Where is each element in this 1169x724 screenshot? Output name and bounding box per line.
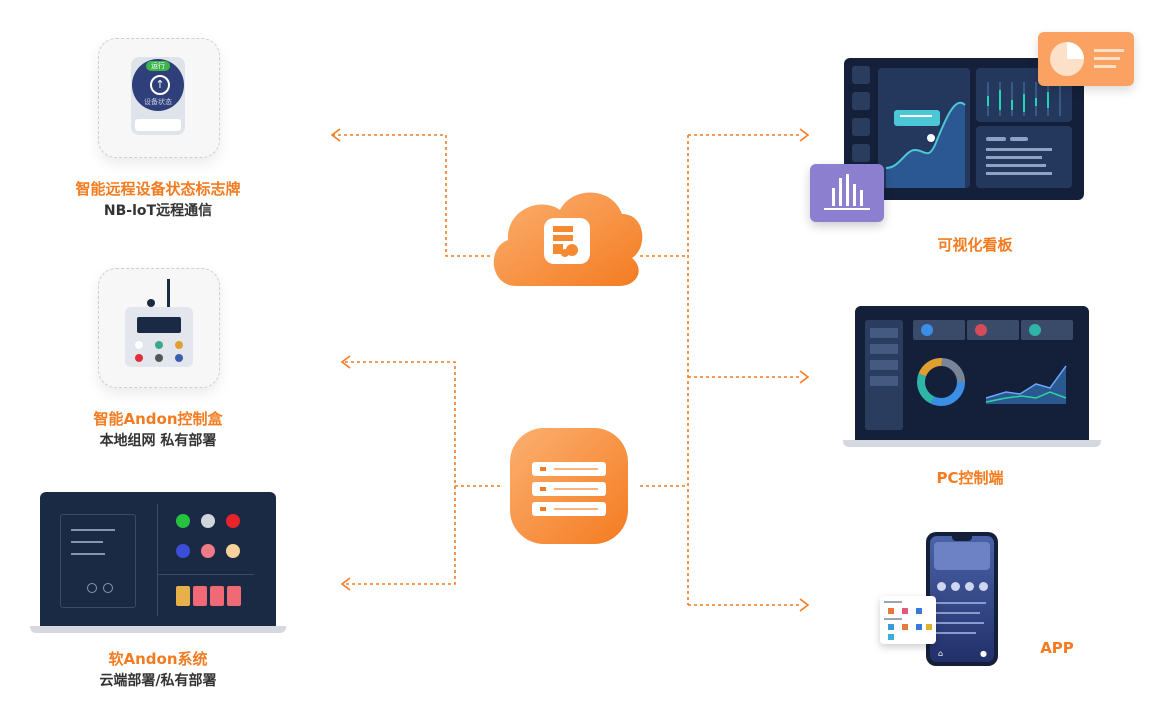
- phone-screen: ⌂ ●: [930, 536, 994, 662]
- phone-device: ⌂ ●: [926, 532, 998, 666]
- signal-light: [176, 514, 190, 528]
- button-dot: [135, 354, 143, 362]
- button-dot: [155, 354, 163, 362]
- user-icon[interactable]: ●: [980, 649, 987, 658]
- soft-andon-subtitle: 云端部署/私有部署: [99, 673, 217, 689]
- signal-block: [176, 586, 190, 606]
- andon-box-title: 智能Andon控制盒: [93, 410, 223, 428]
- pc-stat-card: [1021, 320, 1073, 340]
- andon-box-subtitle: 本地组网 私有部署: [99, 433, 217, 449]
- andon-box-card: [98, 268, 220, 388]
- line-server-to-soft: [342, 486, 456, 585]
- bar-chart-icon: [810, 164, 884, 222]
- line-cloud-to-sign: [332, 134, 490, 257]
- control-box-display: [137, 317, 181, 333]
- soft-andon-laptop-base: [30, 626, 286, 633]
- pie-chart-icon: [1038, 32, 1134, 86]
- button-dot: [155, 341, 163, 349]
- signal-block: [193, 586, 207, 606]
- soft-andon-title: 软Andon系统: [108, 650, 208, 668]
- button-dot: [135, 341, 143, 349]
- phone-popup-card: [880, 596, 936, 644]
- soft-panel-left: [60, 514, 136, 608]
- pc-client-title: PC控制端: [936, 469, 1004, 487]
- caption-soft-andon: 软Andon系统 云端部署/私有部署: [40, 648, 276, 692]
- dashboard-title: 可视化看板: [937, 236, 1013, 254]
- caption-andon-box: 智能Andon控制盒 本地组网 私有部署: [40, 408, 276, 452]
- pc-sidebar: [865, 320, 903, 430]
- antenna-knob: [147, 299, 155, 307]
- device-sign-subtitle: NB-loT远程通信: [103, 203, 213, 219]
- button-dot: [175, 341, 183, 349]
- device-status-label: 设备状态: [144, 98, 172, 106]
- signal-light: [226, 544, 240, 558]
- server-stack-icon: [510, 428, 628, 544]
- app-title: APP: [1040, 639, 1074, 657]
- caption-device-sign: 智能远程设备状态标志牌 NB-loT远程通信: [40, 178, 276, 222]
- pc-stat-card: [913, 320, 965, 340]
- pc-stat-card: [967, 320, 1019, 340]
- signal-light: [201, 514, 215, 528]
- button-dot: [175, 354, 183, 362]
- device-sign-base: [135, 119, 181, 131]
- device-sign-title: 智能远程设备状态标志牌: [75, 180, 241, 198]
- signal-light: [226, 514, 240, 528]
- signal-block: [210, 586, 224, 606]
- antenna: [167, 279, 170, 307]
- signal-block: [227, 586, 241, 606]
- status-badge: 运行: [146, 61, 170, 71]
- device-sign-card: 运行 ↑ 设备状态: [98, 38, 220, 158]
- signal-light: [201, 544, 215, 558]
- signal-light: [176, 544, 190, 558]
- arrow-up-icon: ↑: [150, 75, 170, 95]
- pc-laptop: [855, 306, 1089, 440]
- pc-laptop-base: [843, 440, 1101, 447]
- home-icon[interactable]: ⌂: [938, 649, 944, 658]
- soft-andon-laptop: [40, 492, 276, 628]
